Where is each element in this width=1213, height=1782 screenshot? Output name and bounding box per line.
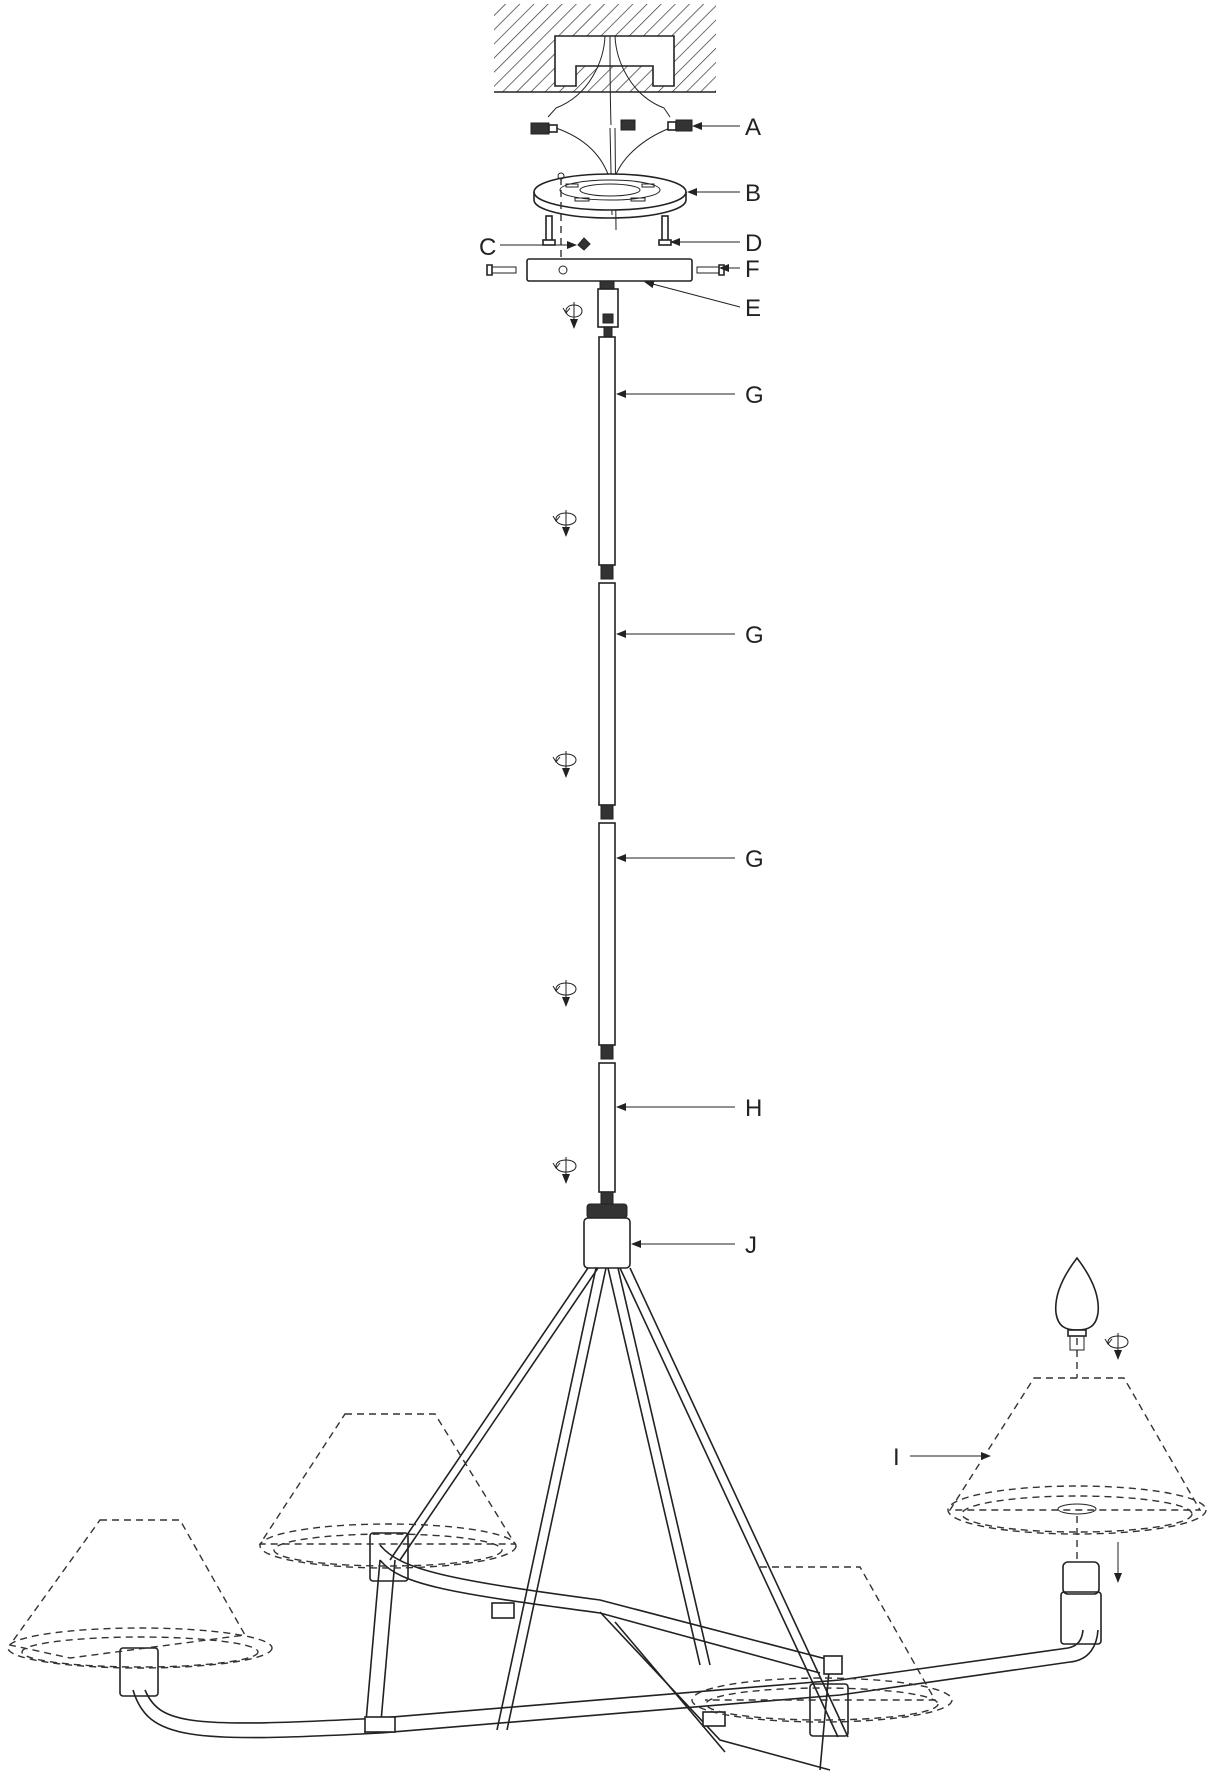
label-D: D [745,230,762,257]
canopy-screw-left [486,264,517,276]
label-B: B [745,180,761,207]
rotate-arrow-icon [552,980,577,1007]
ground-screw [557,172,591,263]
label-G-2: G [745,622,764,649]
rotate-arrow-icon [552,1157,577,1184]
wire-connector-center [620,119,636,131]
frame-arms [132,1267,1099,1771]
bracket-screw-left [542,215,556,246]
bracket-screw-right [658,215,672,246]
wire-connector-right [667,119,693,132]
socket-left [119,1647,159,1697]
rotate-arrow-icon [562,302,583,329]
shade-mid-left [258,1413,517,1569]
shade-right [947,1338,1207,1562]
part-labels: A B C D F E G G G H J I [479,114,900,1471]
label-G-1: G [745,382,764,409]
rotate-arrow-icon [552,510,577,537]
mounting-bracket [533,173,687,219]
extension-rod-3 [598,822,616,1060]
ceiling [494,4,716,93]
extension-rod-1 [598,336,616,580]
body-hub [583,1203,631,1269]
rotate-arrow-icon [1104,1333,1129,1360]
label-G-3: G [745,846,764,873]
shade-mid-right [691,1566,953,1723]
shade-left [7,1519,273,1669]
label-C: C [479,234,496,261]
label-A: A [745,114,761,141]
label-E: E [745,295,761,322]
label-J: J [745,1232,757,1259]
canopy [526,258,693,290]
top-coupler [597,288,619,338]
socket-mid-right [809,1683,849,1737]
candle-bulb [1054,1256,1100,1351]
label-I: I [893,1444,900,1471]
socket-mid-left [369,1532,409,1582]
leader-lines [500,122,991,1460]
rotate-arrow-icon [552,751,577,778]
short-rod [598,1062,616,1205]
extension-rod-2 [598,582,616,820]
label-F: F [745,256,760,283]
canopy-screw-right [696,264,725,276]
label-H: H [745,1095,762,1122]
wire-connector-left [530,122,558,135]
socket-right [1060,1561,1102,1645]
